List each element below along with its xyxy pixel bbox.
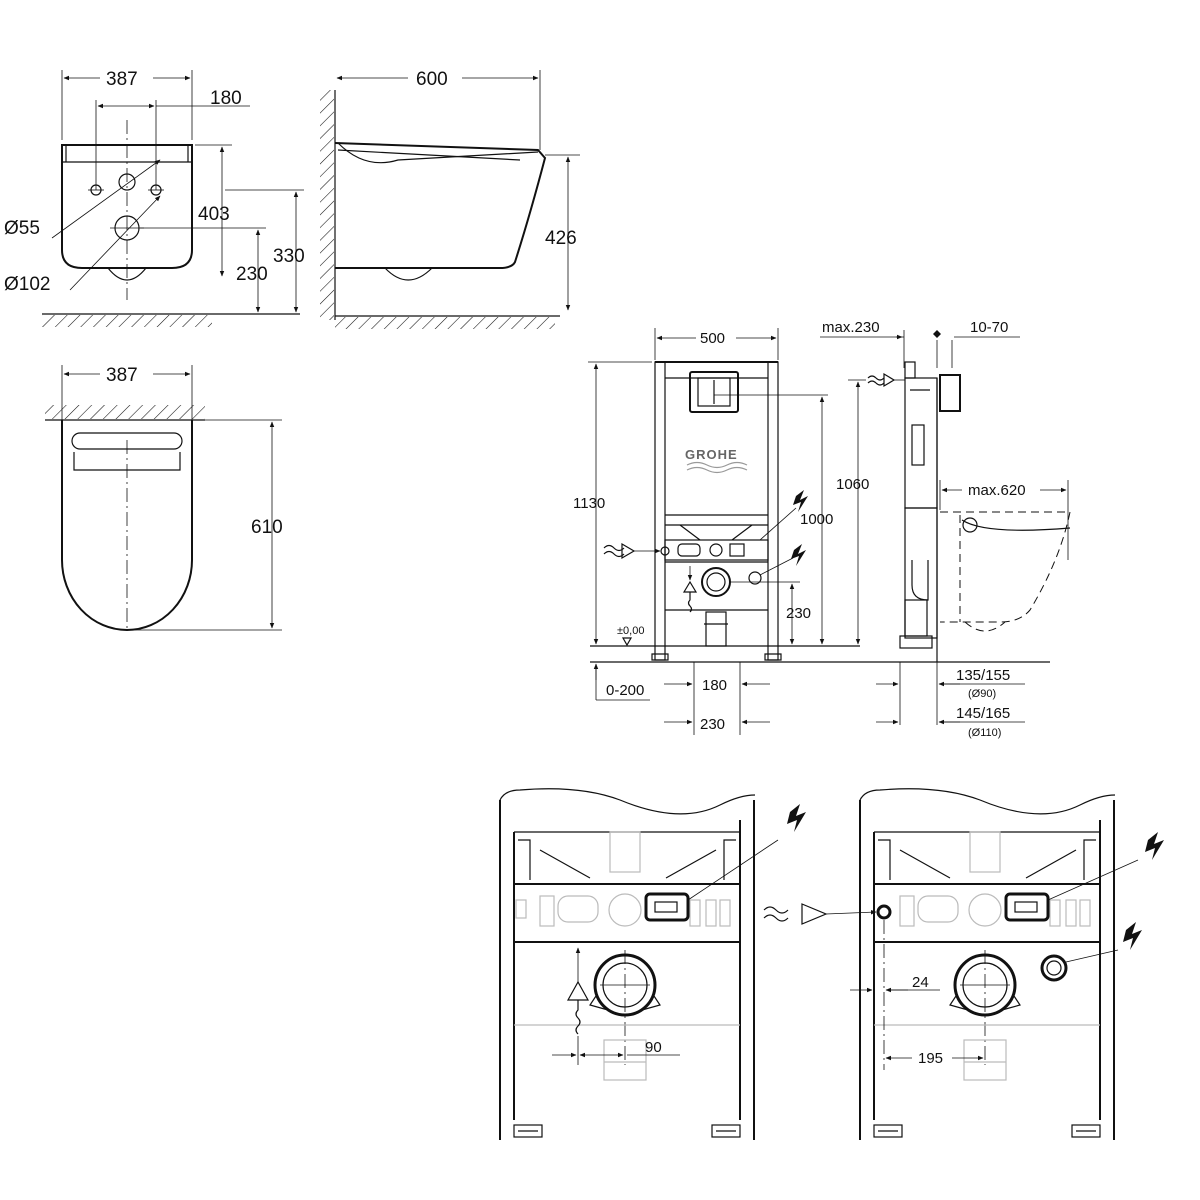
frame-side-wall-range-label: 10-70 bbox=[970, 319, 1008, 336]
frame-adjust-range-label: 0-200 bbox=[606, 682, 644, 699]
wc-front-height-total-label: 403 bbox=[198, 204, 230, 225]
frame-width-label: 500 bbox=[700, 330, 725, 347]
frame-front-view: 500 GROHE bbox=[573, 328, 1050, 735]
wc-front-diameter-outlet-label: Ø102 bbox=[4, 274, 50, 295]
frame-height-label: 1130 bbox=[573, 495, 605, 512]
frame-side-max-depth-label: max.230 bbox=[822, 319, 880, 336]
wc-front-height-outlet-label: 230 bbox=[236, 264, 268, 285]
wc-side-projection-label: 600 bbox=[416, 69, 448, 90]
wc-top-view: 387 610 bbox=[45, 365, 283, 631]
frame-foot-spacing-label: 180 bbox=[702, 677, 727, 694]
frame-side-max-projection-label: max.620 bbox=[968, 482, 1026, 499]
frame-side-offset-110-label: 145/165 bbox=[956, 705, 1010, 722]
frame-side-offset-90-label: 135/155 bbox=[956, 667, 1010, 684]
wc-front-height-fixing-label: 330 bbox=[273, 246, 305, 267]
frame-height-outlet-label: 230 bbox=[786, 605, 811, 622]
wc-side-view: 600 426 bbox=[320, 69, 580, 329]
wc-side-height-label: 426 bbox=[545, 228, 577, 249]
frame-side-diam-90-label: (Ø90) bbox=[968, 688, 996, 700]
detail-right-offset-water-label: 24 bbox=[912, 974, 929, 991]
brand-logo: GROHE bbox=[685, 447, 738, 462]
frame-side-height-inlet-label: 1060 bbox=[836, 476, 869, 493]
frame-side-view: max.230 10-70 1060 bbox=[820, 319, 1071, 739]
detail-left-offset-label: 90 bbox=[645, 1039, 662, 1056]
detail-right: 24 195 bbox=[763, 788, 1164, 1140]
wc-front-inlet-spacing-label: 180 bbox=[210, 88, 242, 109]
frame-height-power-label: 1000 bbox=[800, 511, 833, 528]
wc-top-width-label: 387 bbox=[106, 365, 138, 386]
detail-right-offset-outlet-label: 195 bbox=[918, 1050, 943, 1067]
wc-top-length-label: 610 bbox=[251, 517, 283, 538]
wc-front-view: 387 180 Ø55 Ø102 403 330 bbox=[4, 69, 305, 327]
wc-front-width-label: 387 bbox=[106, 69, 138, 90]
frame-floor-level-label: ±0,00 bbox=[617, 625, 644, 637]
frame-outlet-spacing-label: 230 bbox=[700, 716, 725, 733]
wc-front-diameter-inlet-label: Ø55 bbox=[4, 218, 40, 239]
frame-side-diam-110-label: (Ø110) bbox=[968, 727, 1001, 739]
detail-left: 90 bbox=[499, 788, 806, 1140]
